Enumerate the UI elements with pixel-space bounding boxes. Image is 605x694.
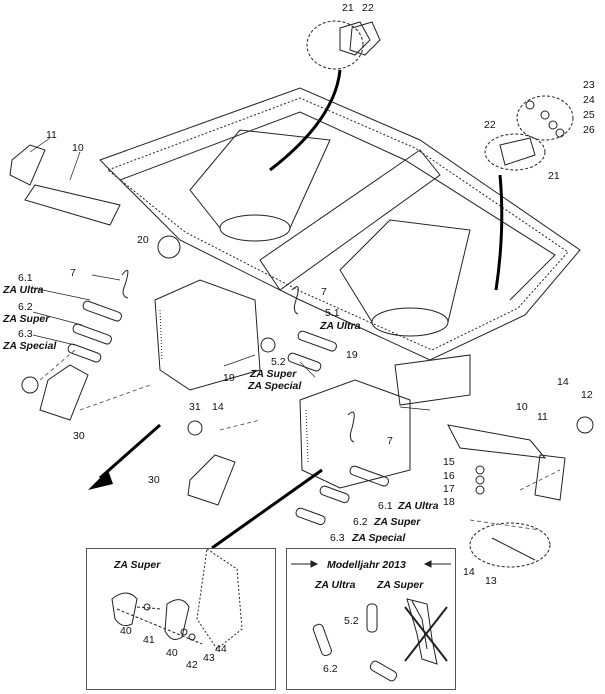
label-22-right: 22 — [484, 119, 496, 131]
part-20-disc — [157, 235, 181, 259]
label-44: 44 — [215, 643, 227, 655]
variant-za-special-right: ZA Special — [352, 532, 406, 544]
label-14-right-top: 14 — [557, 376, 569, 388]
label-6-3-right: 6.3 — [330, 532, 345, 544]
label-6-1-right: 6.1 — [378, 500, 393, 512]
label-10-left: 10 — [72, 142, 84, 154]
hopper-frame — [99, 87, 581, 361]
label-26: 26 — [583, 124, 595, 136]
label-42: 42 — [186, 659, 198, 671]
label-30-right: 30 — [148, 474, 160, 486]
label-17: 17 — [443, 483, 455, 495]
label-14-lower: 14 — [463, 566, 475, 578]
label-11-right: 11 — [537, 411, 548, 423]
label-22-top: 22 — [362, 2, 374, 14]
label-7-left: 7 — [70, 267, 76, 279]
variant-za-super-left: ZA Super — [3, 313, 50, 325]
inset-right-box: Modelljahr 2013 ZA Ultra ZA Super 5.2 6.… — [286, 548, 456, 690]
side-plate-right — [299, 379, 411, 489]
part-30-left — [39, 364, 89, 421]
label-41: 41 — [143, 634, 155, 646]
inset-right-title: Modelljahr 2013 — [327, 559, 406, 571]
label-13: 13 — [485, 575, 497, 587]
label-6-2-inset: 6.2 — [323, 663, 338, 675]
label-10-right: 10 — [516, 401, 528, 413]
label-30-left: 30 — [73, 430, 85, 442]
label-24: 24 — [583, 94, 595, 106]
label-40-b: 40 — [166, 647, 178, 659]
variant-za-ultra-left: ZA Ultra — [3, 284, 44, 296]
label-6-2-left: 6.2 — [18, 301, 33, 313]
label-5-2-inset: 5.2 — [344, 615, 359, 627]
label-31: 31 — [189, 401, 201, 413]
inset-left-drawing — [111, 549, 243, 650]
label-12: 12 — [581, 389, 593, 401]
label-5-2: 5.2 — [271, 356, 286, 368]
label-6-2-right: 6.2 — [353, 516, 368, 528]
label-19-right: 19 — [346, 349, 358, 361]
label-15: 15 — [443, 456, 455, 468]
label-5-1: 5.1 — [325, 307, 340, 319]
label-40-a: 40 — [120, 625, 132, 637]
variant-za-super-center: ZA Super — [250, 368, 297, 380]
part-11-left — [9, 144, 46, 186]
inset-left-box: ZA Super 40 41 40 42 43 44 — [86, 548, 276, 690]
label-25: 25 — [583, 109, 595, 121]
label-18: 18 — [443, 496, 455, 508]
variant-za-special-center: ZA Special — [248, 380, 302, 392]
part-11-right — [534, 454, 566, 501]
label-43: 43 — [203, 652, 215, 664]
label-6-1-left: 6.1 — [18, 272, 33, 284]
label-11-left: 11 — [46, 129, 57, 141]
label-23: 23 — [583, 79, 595, 91]
variant-za-ultra-right: ZA Ultra — [398, 500, 439, 512]
plate-10-right — [447, 424, 547, 459]
label-21-top: 21 — [342, 2, 354, 14]
label-7-right: 7 — [387, 435, 393, 447]
inset-right-col1: ZA Ultra — [315, 579, 356, 591]
plate-10-left — [24, 184, 121, 226]
label-19-left: 19 — [223, 372, 235, 384]
inset-right-drawing — [291, 560, 451, 682]
inset-right-col2: ZA Super — [377, 579, 424, 591]
inset-left-title: ZA Super — [114, 559, 161, 571]
variant-za-ultra-center: ZA Ultra — [320, 320, 361, 332]
label-20: 20 — [137, 234, 149, 246]
label-7-center: 7 — [321, 286, 327, 298]
label-16: 16 — [443, 470, 455, 482]
label-14-center: 14 — [212, 401, 224, 413]
label-21-right: 21 — [548, 170, 560, 182]
variant-za-super-right: ZA Super — [374, 516, 421, 528]
part-30-right — [187, 454, 236, 506]
variant-za-special-left: ZA Special — [3, 340, 57, 352]
side-plate-left — [154, 279, 261, 391]
label-6-3-left: 6.3 — [18, 328, 33, 340]
